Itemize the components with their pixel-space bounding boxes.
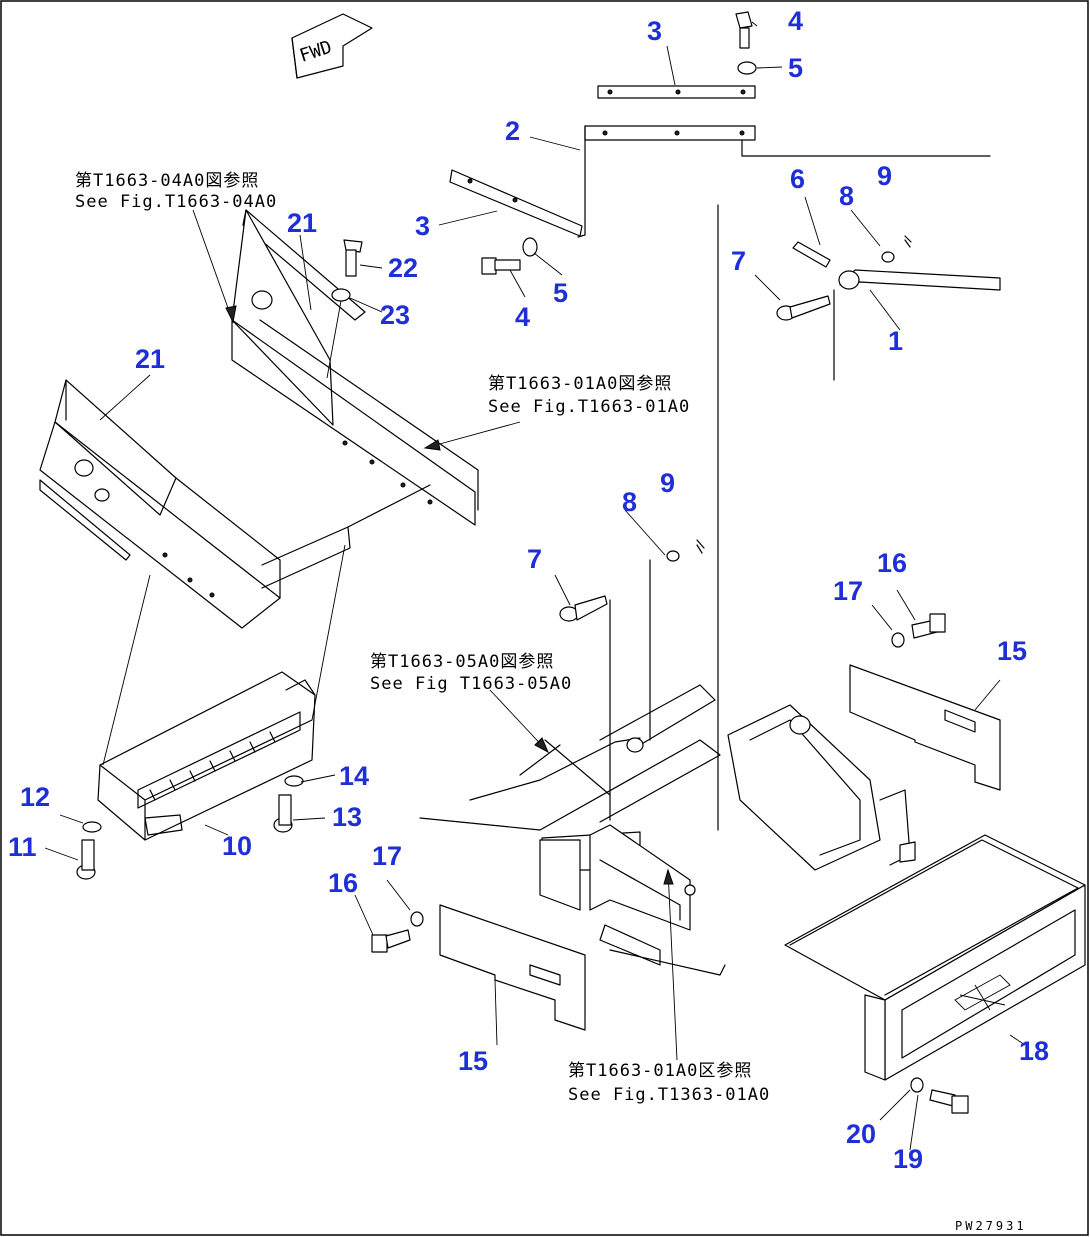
reference-note-04-jp: 第T1663-04A0図参照 [75, 171, 259, 191]
part-3-lower-bar [449, 169, 583, 237]
washer-17-left [410, 911, 424, 927]
fwd-direction-tag: FWD [291, 13, 373, 79]
washer-17-right [891, 632, 905, 648]
callout-leaders [44, 21, 1026, 1151]
drawing-code: PW27931 [955, 1219, 1027, 1233]
washer-23-leader [326, 300, 342, 379]
bolt-7-mid [559, 595, 608, 622]
reference-note-01-bottom: 第T1663-01A0区参照 See Fig.T1363-01A0 [568, 1061, 770, 1105]
bolt-13 [273, 794, 293, 833]
tray-leader-right [311, 544, 346, 721]
part-1-bracket [717, 204, 1001, 831]
cotter-9-mid [696, 539, 705, 554]
callout-4-mid: 4 [515, 302, 530, 332]
bolt-19 [929, 1089, 969, 1114]
center-frame-assembly [419, 559, 916, 976]
callout-1: 1 [888, 326, 903, 356]
bolt-22 [343, 239, 363, 277]
callout-3-top: 3 [647, 16, 662, 46]
callout-11: 11 [8, 832, 37, 862]
reference-note-01-top: 第T1663-01A0図参照 See Fig.T1663-01A0 [488, 374, 690, 417]
reference-note-05: 第T1663-05A0図参照 See Fig T1663-05A0 [370, 652, 572, 694]
reference-note-01-top-en: See Fig.T1663-01A0 [488, 397, 690, 417]
callout-21-top: 21 [287, 208, 317, 238]
callout-21-left: 21 [135, 344, 165, 374]
callout-23: 23 [380, 300, 410, 330]
cotter-9-top [904, 235, 912, 248]
bolt-4-top [735, 11, 753, 49]
callout-17-left: 17 [372, 841, 402, 871]
reference-note-01-bottom-jp: 第T1663-01A0区参照 [568, 1061, 752, 1081]
callout-14: 14 [339, 761, 369, 791]
callout-16-left: 16 [328, 868, 358, 898]
callout-18: 18 [1019, 1036, 1049, 1066]
callout-17-right: 17 [833, 576, 863, 606]
callout-20: 20 [846, 1119, 876, 1149]
callout-15-right: 15 [997, 636, 1027, 666]
washer-20 [910, 1077, 924, 1093]
callout-8-mid: 8 [622, 487, 637, 517]
callout-13: 13 [332, 802, 362, 832]
reference-note-05-en: See Fig T1663-05A0 [370, 674, 572, 694]
pin-6 [792, 241, 831, 268]
reference-note-05-jp: 第T1663-05A0図参照 [370, 652, 554, 672]
washer-8-mid [666, 550, 680, 562]
washer-23 [331, 288, 351, 302]
washer-12 [82, 821, 102, 833]
callout-4-top: 4 [788, 6, 803, 36]
callout-2: 2 [505, 116, 520, 146]
washer-5-top [737, 61, 757, 75]
callout-8-top: 8 [839, 181, 854, 211]
callout-9-top: 9 [877, 161, 892, 191]
reference-arrows [192, 209, 678, 1061]
bolt-11 [76, 839, 96, 880]
callout-10: 10 [222, 831, 252, 861]
part-2-bracket [577, 125, 991, 238]
tray-10 [97, 671, 316, 841]
callout-5-mid: 5 [553, 278, 568, 308]
cover-plate-15-left [439, 904, 586, 1031]
bolt-16-left [371, 929, 411, 953]
tray-leader-left [102, 574, 151, 766]
callout-22: 22 [388, 253, 418, 283]
callout-7-mid: 7 [527, 544, 542, 574]
washer-14 [284, 775, 304, 787]
washer-8-top [881, 251, 895, 263]
fwd-label: FWD [297, 37, 334, 67]
cover-plate-15-right [849, 664, 1001, 791]
callout-6: 6 [790, 164, 805, 194]
callout-numbers: 1 2 3 3 4 4 5 5 6 7 7 8 8 9 9 10 11 12 1… [8, 6, 1049, 1174]
washer-5-mid [522, 237, 538, 257]
callout-19: 19 [893, 1144, 923, 1174]
reference-note-01-bottom-en: See Fig.T1363-01A0 [568, 1085, 770, 1105]
bolt-7-top [776, 295, 831, 321]
callout-15-left: 15 [458, 1046, 488, 1076]
callout-3-mid: 3 [415, 211, 430, 241]
bolt-4-mid [481, 257, 521, 275]
callout-5-top: 5 [788, 53, 803, 83]
callout-9-mid: 9 [660, 468, 675, 498]
reference-note-04-en: See Fig.T1663-04A0 [75, 192, 277, 212]
part-3-top-bar [597, 85, 756, 99]
reference-note-01-top-jp: 第T1663-01A0図参照 [488, 374, 672, 394]
box-18 [784, 834, 1086, 1081]
bolt-16-right [911, 613, 946, 639]
reference-note-04: 第T1663-04A0図参照 See Fig.T1663-04A0 [75, 171, 277, 212]
callout-16-right: 16 [877, 548, 907, 578]
callout-12: 12 [20, 782, 50, 812]
callout-7-top: 7 [731, 246, 746, 276]
